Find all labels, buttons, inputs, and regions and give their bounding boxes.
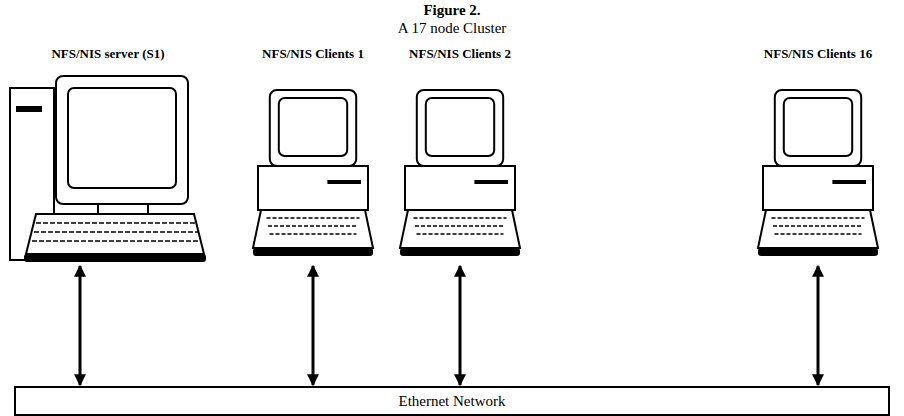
drawing-stroke xyxy=(36,222,196,224)
drive-slot xyxy=(16,106,42,112)
drawing-stroke xyxy=(775,233,862,235)
node-label: NFS/NIS server (S1) xyxy=(5,46,211,62)
keyboard xyxy=(400,210,520,248)
system-case xyxy=(763,166,873,210)
drive-slot xyxy=(327,180,361,184)
figure-title: Figure 2. xyxy=(0,1,904,19)
computer-illustration xyxy=(8,46,208,264)
computer-illustration xyxy=(400,46,520,264)
drawing-stroke xyxy=(414,217,507,219)
drawing-stroke xyxy=(270,233,357,235)
keyboard xyxy=(26,214,204,254)
drawing-stroke xyxy=(32,240,200,242)
monitor xyxy=(775,90,861,166)
figure-caption: A 17 node Cluster xyxy=(0,19,904,37)
drive-slot xyxy=(832,180,866,184)
node-label: Ethernet Network xyxy=(398,393,505,409)
node-label: NFS/NIS Clients 2 xyxy=(397,46,523,62)
client-computer: NFS/NIS Clients 2 xyxy=(400,46,520,264)
keyboard-base xyxy=(758,248,878,256)
node-label: NFS/NIS Clients 1 xyxy=(250,46,376,62)
keyboard xyxy=(253,210,373,248)
network-link xyxy=(459,266,462,385)
system-case xyxy=(258,166,368,210)
keyboard-base xyxy=(24,254,206,262)
drawing-stroke xyxy=(415,225,505,227)
monitor xyxy=(56,76,188,204)
drawing-stroke xyxy=(773,225,863,227)
drawing-stroke xyxy=(34,231,198,233)
drawing-stroke xyxy=(267,217,360,219)
computer-illustration xyxy=(758,46,878,264)
drawing-stroke xyxy=(417,233,504,235)
client-computer: NFS/NIS Clients 16 xyxy=(758,46,878,264)
node-label: NFS/NIS Clients 16 xyxy=(755,46,881,62)
keyboard-base xyxy=(400,248,520,256)
screen xyxy=(279,98,347,156)
keyboard-base xyxy=(253,248,373,256)
server-computer: NFS/NIS server (S1) xyxy=(8,46,208,264)
drive-slot xyxy=(474,180,508,184)
network-bus: Ethernet Network xyxy=(14,386,890,416)
keyboard xyxy=(758,210,878,248)
screen xyxy=(426,98,494,156)
network-link xyxy=(79,266,82,385)
monitor xyxy=(270,90,356,166)
system-case xyxy=(405,166,515,210)
screen xyxy=(784,98,852,156)
network-link xyxy=(312,266,315,385)
computer-illustration xyxy=(253,46,373,264)
client-computer: NFS/NIS Clients 1 xyxy=(253,46,373,264)
drawing-stroke xyxy=(772,217,865,219)
monitor-stand xyxy=(98,204,148,214)
monitor xyxy=(417,90,503,166)
network-link xyxy=(817,266,820,385)
drawing-stroke xyxy=(268,225,358,227)
screen xyxy=(68,88,176,188)
